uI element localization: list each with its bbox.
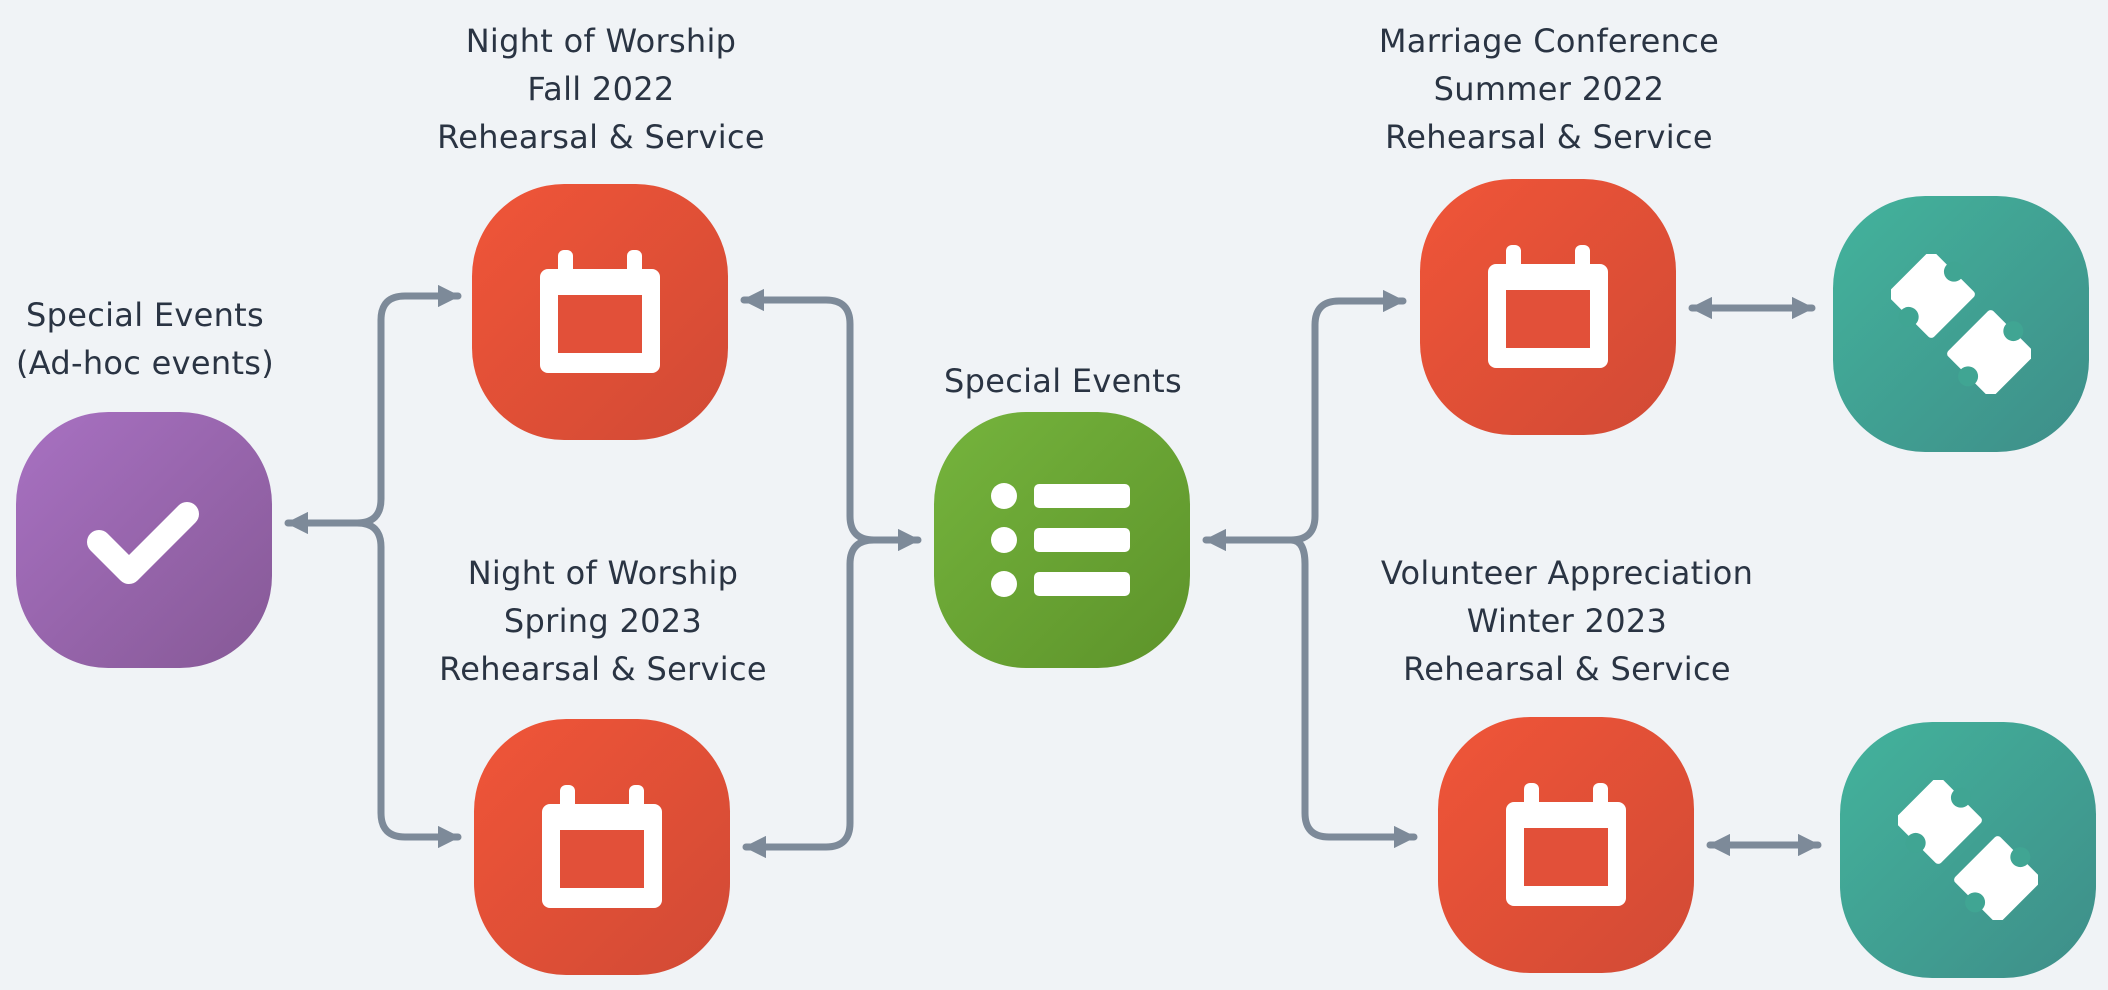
node-ticket-winter[interactable] — [1840, 722, 2096, 978]
calendar-icon — [542, 785, 662, 908]
label-special-events: Special Events — [843, 357, 1283, 405]
label-line: Fall 2022 — [527, 70, 675, 108]
connector-adhoc-to-spring — [353, 519, 462, 849]
ticket-icon — [1891, 254, 2031, 394]
label-line: Volunteer Appreciation — [1380, 554, 1754, 592]
label-line: (Ad-hoc events) — [15, 344, 275, 382]
label-line: Winter 2023 — [1466, 602, 1668, 640]
calendar-icon — [1488, 245, 1608, 368]
label-worship-fall-2022: Night of Worship Fall 2022 Rehearsal & S… — [381, 17, 821, 161]
node-volunteer-winter-2023[interactable] — [1438, 717, 1694, 973]
label-line: Rehearsal & Service — [437, 118, 765, 156]
label-line: Spring 2023 — [503, 602, 703, 640]
node-special-events-adhoc[interactable] — [16, 412, 272, 668]
node-worship-fall-2022[interactable] — [472, 184, 728, 440]
node-marriage-summer-2022[interactable] — [1420, 179, 1676, 435]
checkmark-icon — [87, 502, 199, 584]
label-line: Special Events — [25, 296, 264, 334]
node-worship-spring-2023[interactable] — [474, 719, 730, 975]
node-ticket-summer[interactable] — [1833, 196, 2089, 452]
label-line: Rehearsal & Service — [439, 650, 767, 688]
ticket-icon — [1898, 780, 2038, 920]
label-line: Marriage Conference — [1378, 22, 1720, 60]
label-special-events-adhoc: Special Events (Ad-hoc events) — [0, 291, 365, 387]
list-icon — [991, 483, 1130, 597]
label-volunteer-winter-2023: Volunteer Appreciation Winter 2023 Rehea… — [1347, 549, 1787, 693]
label-marriage-summer-2022: Marriage Conference Summer 2022 Rehearsa… — [1329, 17, 1769, 161]
connector-spring-to-special-events — [742, 536, 878, 859]
connector-special-events-to-marriage — [1202, 289, 1407, 552]
label-line: Summer 2022 — [1433, 70, 1665, 108]
label-line: Rehearsal & Service — [1403, 650, 1731, 688]
label-line: Special Events — [943, 362, 1182, 400]
node-special-events[interactable] — [934, 412, 1190, 668]
label-line: Night of Worship — [465, 22, 737, 60]
calendar-icon — [1506, 783, 1626, 906]
calendar-icon — [540, 250, 660, 373]
label-line: Rehearsal & Service — [1385, 118, 1713, 156]
label-line: Night of Worship — [467, 554, 739, 592]
connector-special-events-to-volunteer — [1287, 536, 1418, 849]
connector-fall-to-special-events — [740, 288, 922, 552]
label-worship-spring-2023: Night of Worship Spring 2023 Rehearsal &… — [383, 549, 823, 693]
